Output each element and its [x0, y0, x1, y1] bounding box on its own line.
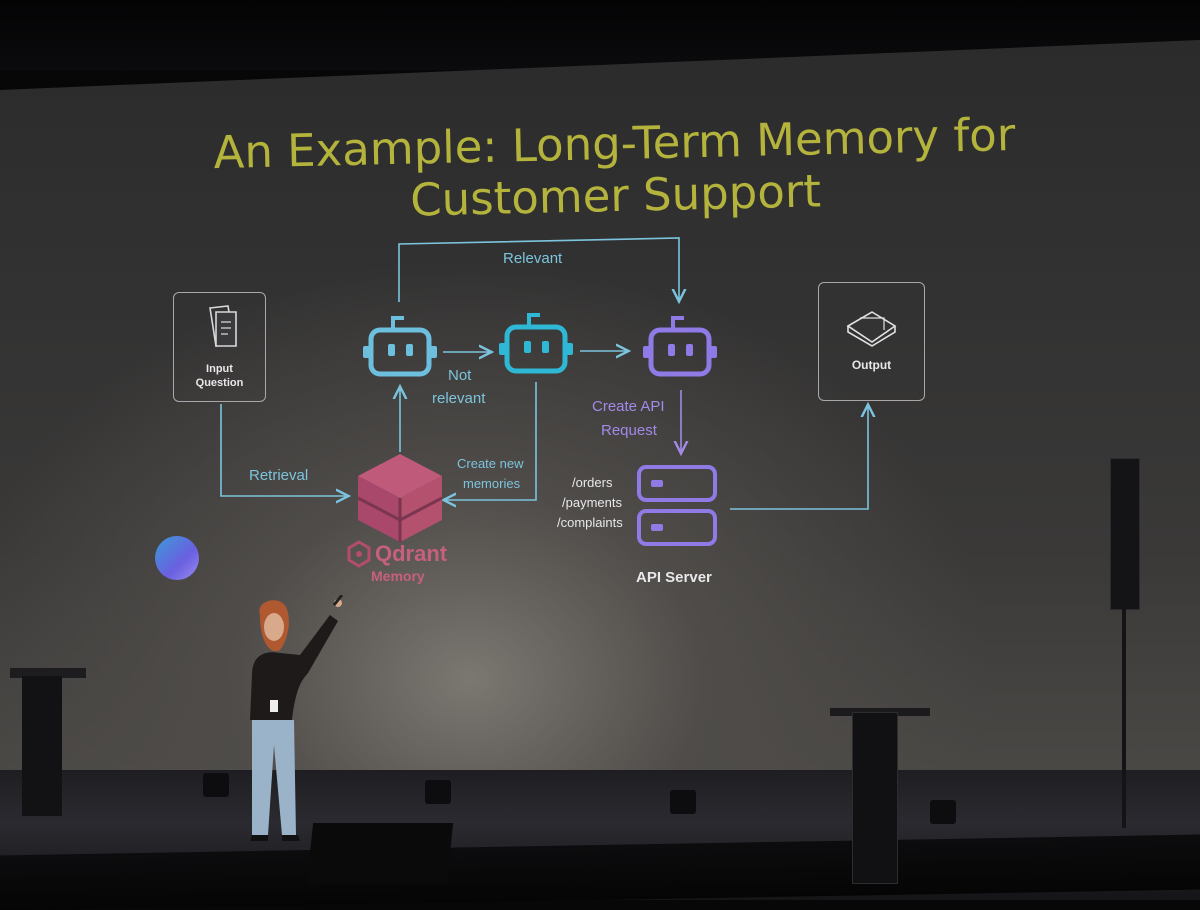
arrow-relevant	[398, 237, 679, 302]
label-create-api: Create API	[592, 398, 665, 415]
label-request: Request	[601, 422, 657, 439]
label-retrieval: Retrieval	[249, 467, 309, 484]
floor-light-3	[670, 790, 696, 814]
floor-light-4	[930, 800, 956, 824]
label-not: Not	[448, 367, 472, 384]
label-relevant-2: relevant	[432, 390, 486, 407]
input-question-node: Input Question	[173, 292, 266, 402]
presenter	[250, 595, 344, 841]
floor-light-2	[425, 780, 451, 804]
endpoint-complaints: /complaints	[557, 515, 623, 530]
endpoint-orders: /orders	[572, 475, 613, 490]
qdrant-logo-icon	[347, 540, 371, 568]
envelope-icon	[846, 311, 897, 347]
gradient-orb	[155, 536, 199, 580]
arrow-retrieval	[220, 404, 347, 496]
label-memories: memories	[463, 476, 521, 491]
documents-icon	[209, 305, 237, 347]
input-label-1: Input	[206, 363, 233, 375]
arrow-create-memories	[445, 382, 537, 500]
agent-bot-icon-2	[499, 313, 573, 374]
speaker-pole	[1122, 608, 1126, 828]
output-node: Output	[818, 282, 925, 401]
api-server-label: API Server	[636, 569, 712, 586]
arrow-server-output	[730, 406, 868, 510]
label-relevant: Relevant	[503, 250, 563, 267]
agent-bot-icon-1	[363, 316, 437, 377]
agent-bot-icon-3	[643, 316, 717, 377]
loudspeaker	[1110, 458, 1140, 610]
floor-light-1	[203, 773, 229, 797]
lectern-right	[852, 712, 898, 884]
output-label: Output	[851, 358, 892, 372]
qdrant-brand: Qdrant	[375, 541, 448, 566]
lectern-left-top	[10, 668, 86, 678]
projection-screen	[0, 40, 1200, 770]
qdrant-cube-icon	[357, 454, 443, 542]
label-create-new: Create new	[457, 456, 524, 471]
memory-label: Memory	[371, 568, 425, 584]
server-icon	[637, 465, 717, 546]
lectern-left	[22, 676, 62, 816]
input-label-2: Question	[195, 377, 244, 389]
endpoint-payments: /payments	[562, 495, 622, 510]
